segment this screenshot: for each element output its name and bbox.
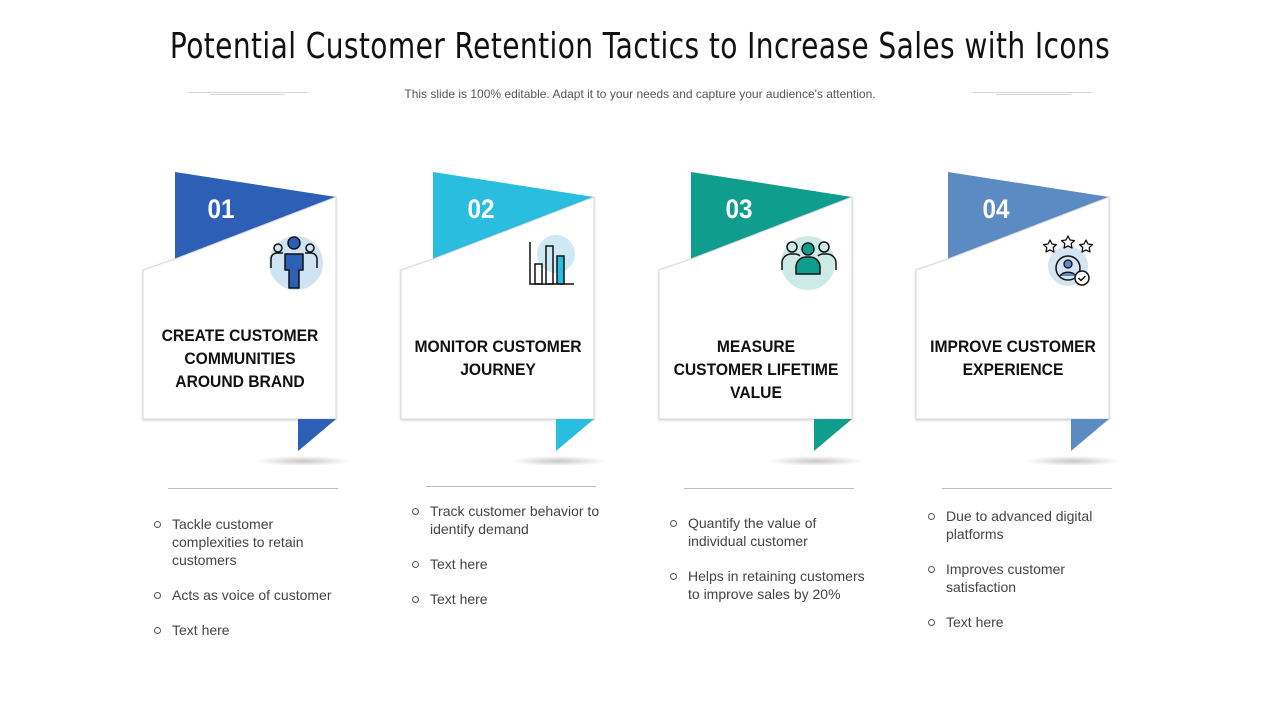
- card-2-bullets: Track customer behavior to identify dema…: [412, 502, 612, 625]
- tactic-card-2: 02 MONITOR CUSTOMER JOURNEY: [400, 170, 606, 470]
- card-3-bullets: Quantify the value of individual custome…: [670, 514, 870, 620]
- subtitle-divider-right: [972, 92, 1092, 93]
- bullet-item: Text here: [412, 590, 612, 608]
- card-number: 02: [467, 194, 495, 224]
- bar-chart-icon: [526, 232, 588, 294]
- tactic-card-3: 03 MEASURE CUSTOMER LIFETIME VALUE: [658, 170, 864, 470]
- page-subtitle: This slide is 100% editable. Adapt it to…: [404, 87, 876, 101]
- community-person-icon: [263, 232, 325, 294]
- tactic-card-4: 04 IMPROVE CUSTOMER EXPERIENCE: [915, 170, 1121, 470]
- card-number: 04: [982, 194, 1010, 224]
- bullet-item: Text here: [154, 621, 354, 639]
- subtitle-divider-left-inner: [210, 94, 285, 95]
- tactic-card-1: 01 CREATE CUSTOMER COMMUNITIES AROUND BR…: [142, 170, 351, 470]
- bullet-item: Quantify the value of individual custome…: [670, 514, 870, 550]
- card-3-separator: [684, 488, 854, 489]
- bullet-item: Text here: [928, 613, 1128, 631]
- subtitle-divider-left: [188, 92, 308, 93]
- bullet-item: Improves customer satisfaction: [928, 560, 1128, 596]
- card-heading: MEASURE CUSTOMER LIFETIME VALUE: [673, 337, 839, 402]
- bullet-item: Acts as voice of customer: [154, 586, 354, 604]
- card-2-separator: [426, 486, 596, 487]
- card-number: 03: [725, 194, 753, 224]
- card-1-separator: [168, 488, 338, 489]
- bullet-item: Track customer behavior to identify dema…: [412, 502, 612, 538]
- card-heading: MONITOR CUSTOMER JOURNEY: [414, 337, 582, 379]
- card-4-separator: [942, 488, 1112, 489]
- card-4-bullets: Due to advanced digital platforms Improv…: [928, 507, 1128, 648]
- customer-group-icon: [779, 232, 841, 294]
- bullet-item: Helps in retaining customers to improve …: [670, 567, 870, 603]
- page-title: Potential Customer Retention Tactics to …: [169, 26, 1111, 67]
- card-heading: CREATE CUSTOMER COMMUNITIES AROUND BRAND: [161, 326, 319, 391]
- card-number: 01: [207, 194, 235, 224]
- bullet-item: Text here: [412, 555, 612, 573]
- bullet-item: Tackle customer complexities to retain c…: [154, 515, 354, 569]
- bullet-item: Due to advanced digital platforms: [928, 507, 1128, 543]
- card-1-bullets: Tackle customer complexities to retain c…: [154, 515, 354, 656]
- subtitle-divider-right-inner: [996, 94, 1071, 95]
- rated-customer-icon: [1040, 232, 1102, 294]
- card-heading: IMPROVE CUSTOMER EXPERIENCE: [930, 337, 1096, 379]
